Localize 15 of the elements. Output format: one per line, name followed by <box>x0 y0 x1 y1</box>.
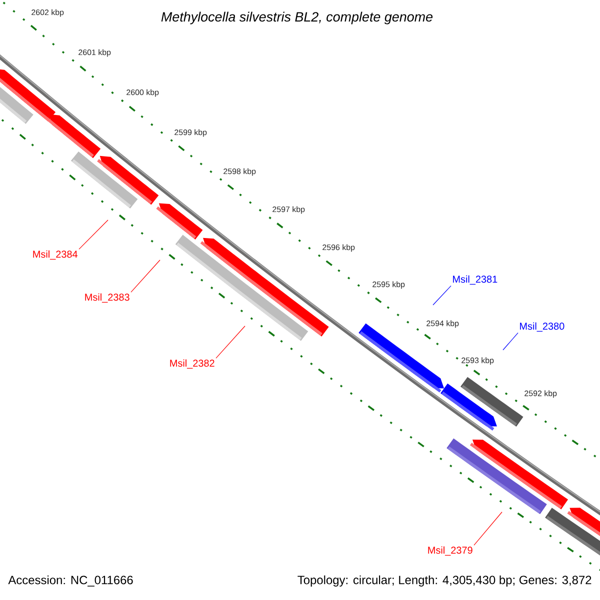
gene-label: Msil_2383 <box>85 293 130 303</box>
leader-line <box>130 260 160 292</box>
leader-line <box>432 286 452 306</box>
info-text: Accession: NC_011666 <box>8 576 133 587</box>
gene-label: Msil_2384 <box>33 250 78 260</box>
gene-label: Msil_2382 <box>170 359 214 369</box>
title: Methylocella silvestris BL2, complete genome <box>161 12 433 24</box>
gene-label: Msil_2380 <box>520 322 564 332</box>
leader-line <box>216 326 246 358</box>
leader-line <box>502 332 518 350</box>
leader-line <box>78 220 108 250</box>
gene-label: Msil_2381 <box>453 275 498 285</box>
leader-line <box>474 512 502 546</box>
info-text: Topology: circular; Length: 4,305,430 bp; Genes: 3,872 <box>298 575 592 587</box>
gene-label: Msil_2379 <box>428 546 472 556</box>
